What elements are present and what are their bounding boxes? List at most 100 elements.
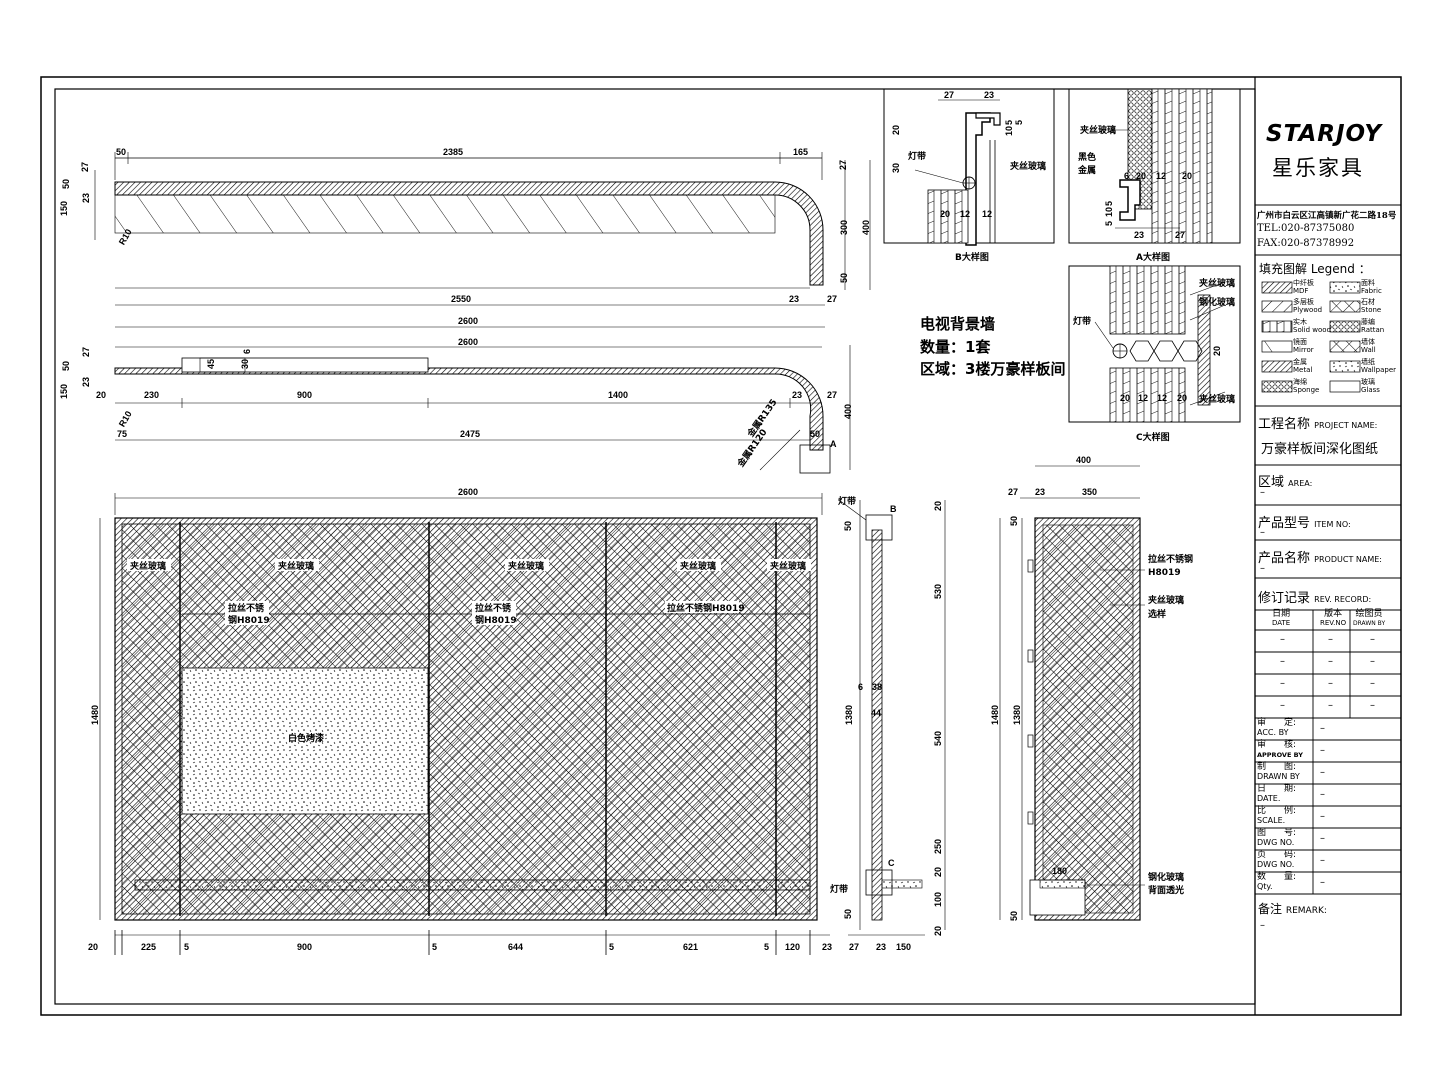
rev-cell: –: [1370, 634, 1375, 645]
mid-plan-dims: 2600 27 50 23 150 20 230 900 1400 23 27 …: [59, 337, 853, 470]
dim-text: 621: [683, 942, 698, 952]
rev-cell: –: [1328, 634, 1333, 645]
dim-text: 12: [982, 209, 992, 219]
sign-cn: 数 量:: [1257, 872, 1297, 882]
material-label: 夹丝玻璃: [130, 560, 166, 572]
rev-header-cn: 版本: [1324, 609, 1343, 619]
dim-text: 20: [88, 942, 98, 952]
area-label-en: AREA:: [1288, 479, 1313, 488]
project-label: 工程名称 PROJECT NAME:: [1258, 413, 1377, 432]
leader-label: 黑色: [1078, 151, 1096, 163]
dim-text: 1480: [90, 705, 100, 725]
sign-cn: 制 图:: [1257, 762, 1297, 772]
dim-text: 6: [1124, 171, 1129, 181]
detail-b: [883, 88, 1055, 246]
dim-text: 225: [141, 942, 156, 952]
item-value: –: [1260, 527, 1265, 538]
dim-text: 5: [1004, 120, 1014, 125]
dim-text: 10: [1104, 207, 1114, 217]
rev-header-cn: 日期: [1272, 609, 1291, 619]
dim-text: 5: [1104, 221, 1114, 226]
dim-text: 50: [1009, 516, 1019, 526]
area-label: 区域 AREA:: [1258, 471, 1312, 490]
sign-en: SCALE.: [1257, 816, 1286, 825]
dim-text: 5: [184, 942, 189, 952]
leader-label: 灯带: [838, 495, 856, 507]
dim-text: 250: [933, 839, 943, 854]
sign-row-label: 审 定:ACC. BY: [1257, 718, 1296, 738]
dim-text: 38: [872, 682, 882, 692]
section-view-labels: 400 27 23 350 1480 1380 50 50 180 拉丝不锈钢 …: [990, 455, 1193, 921]
material-label: 拉丝不锈钢H8019: [667, 602, 745, 614]
detail-a: [1068, 88, 1241, 244]
legend-en: Stone: [1361, 306, 1382, 314]
leader-label: 金属: [1077, 164, 1096, 176]
sign-row-value: –: [1320, 855, 1325, 866]
title-block-grid: [1255, 204, 1401, 895]
dim-text: 20: [96, 390, 106, 400]
dim-text: 5: [609, 942, 614, 952]
sign-row-value: –: [1320, 811, 1325, 822]
leader-label: 夹丝玻璃: [1010, 160, 1046, 172]
rev-header-drawnby: 绘图员 DRAWN BY: [1353, 610, 1385, 628]
leader-label: 夹丝玻璃: [1080, 124, 1116, 136]
dim-text: 350: [1082, 487, 1097, 497]
product-label-cn: 产品名称: [1258, 551, 1311, 566]
dim-text: 27: [838, 160, 848, 170]
dim-text: 20: [933, 867, 943, 877]
rev-cell: –: [1370, 700, 1375, 711]
leader-label: H8019: [1148, 568, 1181, 578]
legend-cn: 石材: [1361, 298, 1375, 306]
leader-label: 灯带: [908, 150, 926, 162]
sign-row-label: 数 量:Qty.: [1257, 872, 1296, 892]
rev-cell: –: [1280, 678, 1285, 689]
dim-text: 45: [206, 359, 216, 369]
legend-en: Plywood: [1293, 306, 1323, 314]
dim-text: C: [888, 858, 895, 868]
item-label-en: ITEM NO:: [1314, 520, 1351, 529]
front-elevation-labels: 夹丝玻璃 夹丝玻璃 夹丝玻璃 夹丝玻璃 夹丝玻璃 拉丝不锈 钢H8019 拉丝不…: [127, 559, 811, 744]
legend-cn: 金属: [1293, 358, 1307, 366]
dim-text: 2600: [458, 487, 478, 497]
dim-text: 1480: [990, 705, 1000, 725]
dim-text: 150: [896, 942, 911, 952]
dim-text: 5: [1104, 201, 1114, 206]
leader-label: 灯带: [1073, 315, 1091, 327]
rev-cell: –: [1280, 656, 1285, 667]
front-elevation-dims: 2600 1480 20 225 5 900 5 644 5 621 5 120…: [88, 487, 832, 952]
dim-text: 50: [61, 179, 71, 189]
sign-en: DWG NO.: [1257, 860, 1295, 869]
revision-label-cn: 修订记录: [1258, 591, 1311, 606]
dim-text: 644: [508, 942, 523, 952]
detail-title: C大样图: [1136, 431, 1170, 443]
company-tel: TEL:020-87375080: [1257, 223, 1355, 234]
dim-text: 5: [1014, 120, 1024, 125]
sign-cn: 审 定:: [1257, 718, 1297, 728]
sign-row-label: 制 图:DRAWN BY: [1257, 762, 1300, 782]
top-plan-view: [94, 152, 871, 328]
dim-text: 12: [1156, 171, 1166, 181]
dim-text: 900: [297, 942, 312, 952]
project-name: 万豪样板间深化图纸: [1261, 442, 1379, 457]
legend-cn: 多层板: [1293, 298, 1314, 306]
dim-text: 20: [1136, 171, 1146, 181]
dim-text: 27: [1175, 230, 1185, 240]
legend-cn: 镜面: [1293, 338, 1307, 346]
sign-row-value: –: [1320, 789, 1325, 800]
front-elevation: [99, 493, 830, 955]
leader-label: 钢化玻璃: [1148, 871, 1184, 883]
sign-row-label: 图 号:DWG NO.: [1257, 828, 1296, 848]
dim-text: 100: [933, 892, 943, 907]
dim-text: 27: [81, 347, 91, 357]
dim-text: 150: [59, 384, 69, 399]
dim-text: 20: [1177, 393, 1187, 403]
dim-text: 2550: [451, 294, 471, 304]
rev-cell: –: [1280, 634, 1285, 645]
leader-label: 背面透光: [1148, 884, 1184, 896]
material-label: 拉丝不锈: [475, 602, 512, 614]
note-qty: 数量：1套: [920, 338, 991, 356]
dim-text: 230: [144, 390, 159, 400]
area-label-cn: 区域: [1258, 475, 1285, 490]
